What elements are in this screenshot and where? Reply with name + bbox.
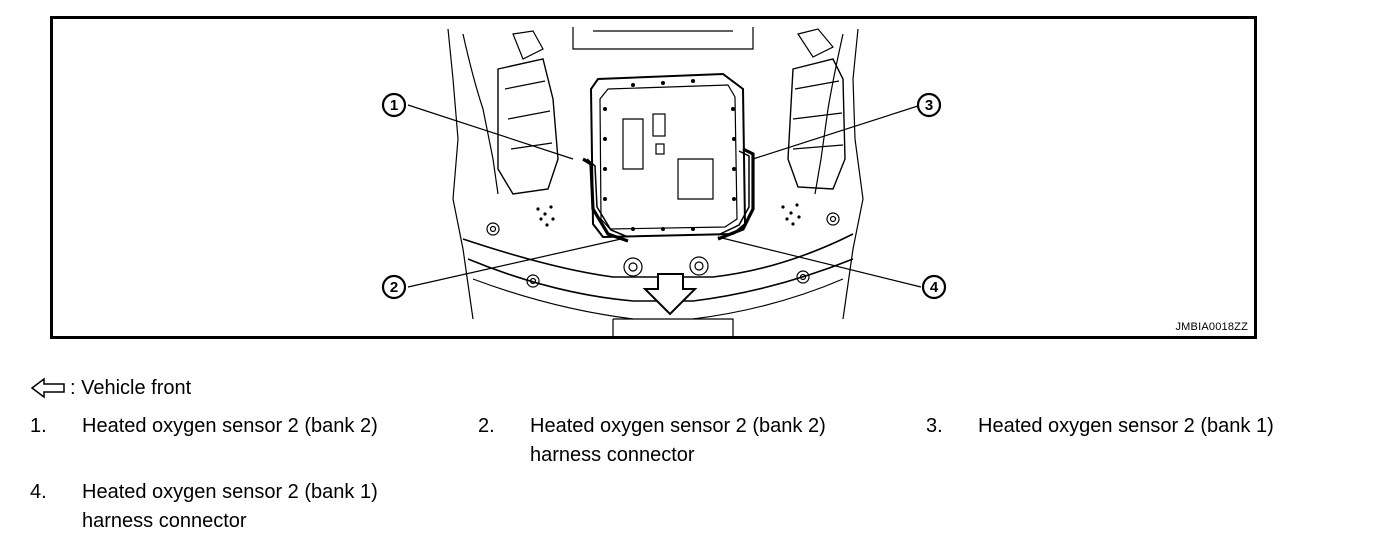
legend-item-number: 1. <box>30 415 47 437</box>
legend-item-text: Heated oxygen sensor 2 (bank 2) <box>82 415 378 437</box>
legend-item-text: Heated oxygen sensor 2 (bank 1) <box>82 481 378 503</box>
vehicle-front-label: : Vehicle front <box>70 376 192 399</box>
legend-item-number: 2. <box>478 415 495 437</box>
legend-item-text: Heated oxygen sensor 2 (bank 1) <box>978 415 1274 437</box>
legend-item-text-line2: harness connector <box>82 510 247 532</box>
legend-item-number: 3. <box>926 415 943 437</box>
callout-2-label: 2 <box>390 279 398 296</box>
legend-item-number: 4. <box>30 481 47 503</box>
legend-item-text: Heated oxygen sensor 2 (bank 2) <box>530 415 826 437</box>
underbody-illustration: 1 2 3 4 <box>381 27 947 336</box>
callout-4-label: 4 <box>930 279 939 296</box>
arrow-left-outline-icon <box>30 377 65 399</box>
callout-1 <box>381 92 407 118</box>
callout-3 <box>916 92 942 118</box>
callout-3-label: 3 <box>925 97 933 114</box>
diagram-figure: 1 2 3 4 JMBIA0018ZZ <box>50 16 1257 339</box>
callout-1-label: 1 <box>390 97 398 114</box>
vehicle-front-legend: : Vehicle front <box>30 374 191 402</box>
legend-item-text-line2: harness connector <box>530 444 695 466</box>
figure-id: JMBIA0018ZZ <box>1175 321 1248 333</box>
callout-4 <box>921 274 947 300</box>
callout-2 <box>381 274 407 300</box>
